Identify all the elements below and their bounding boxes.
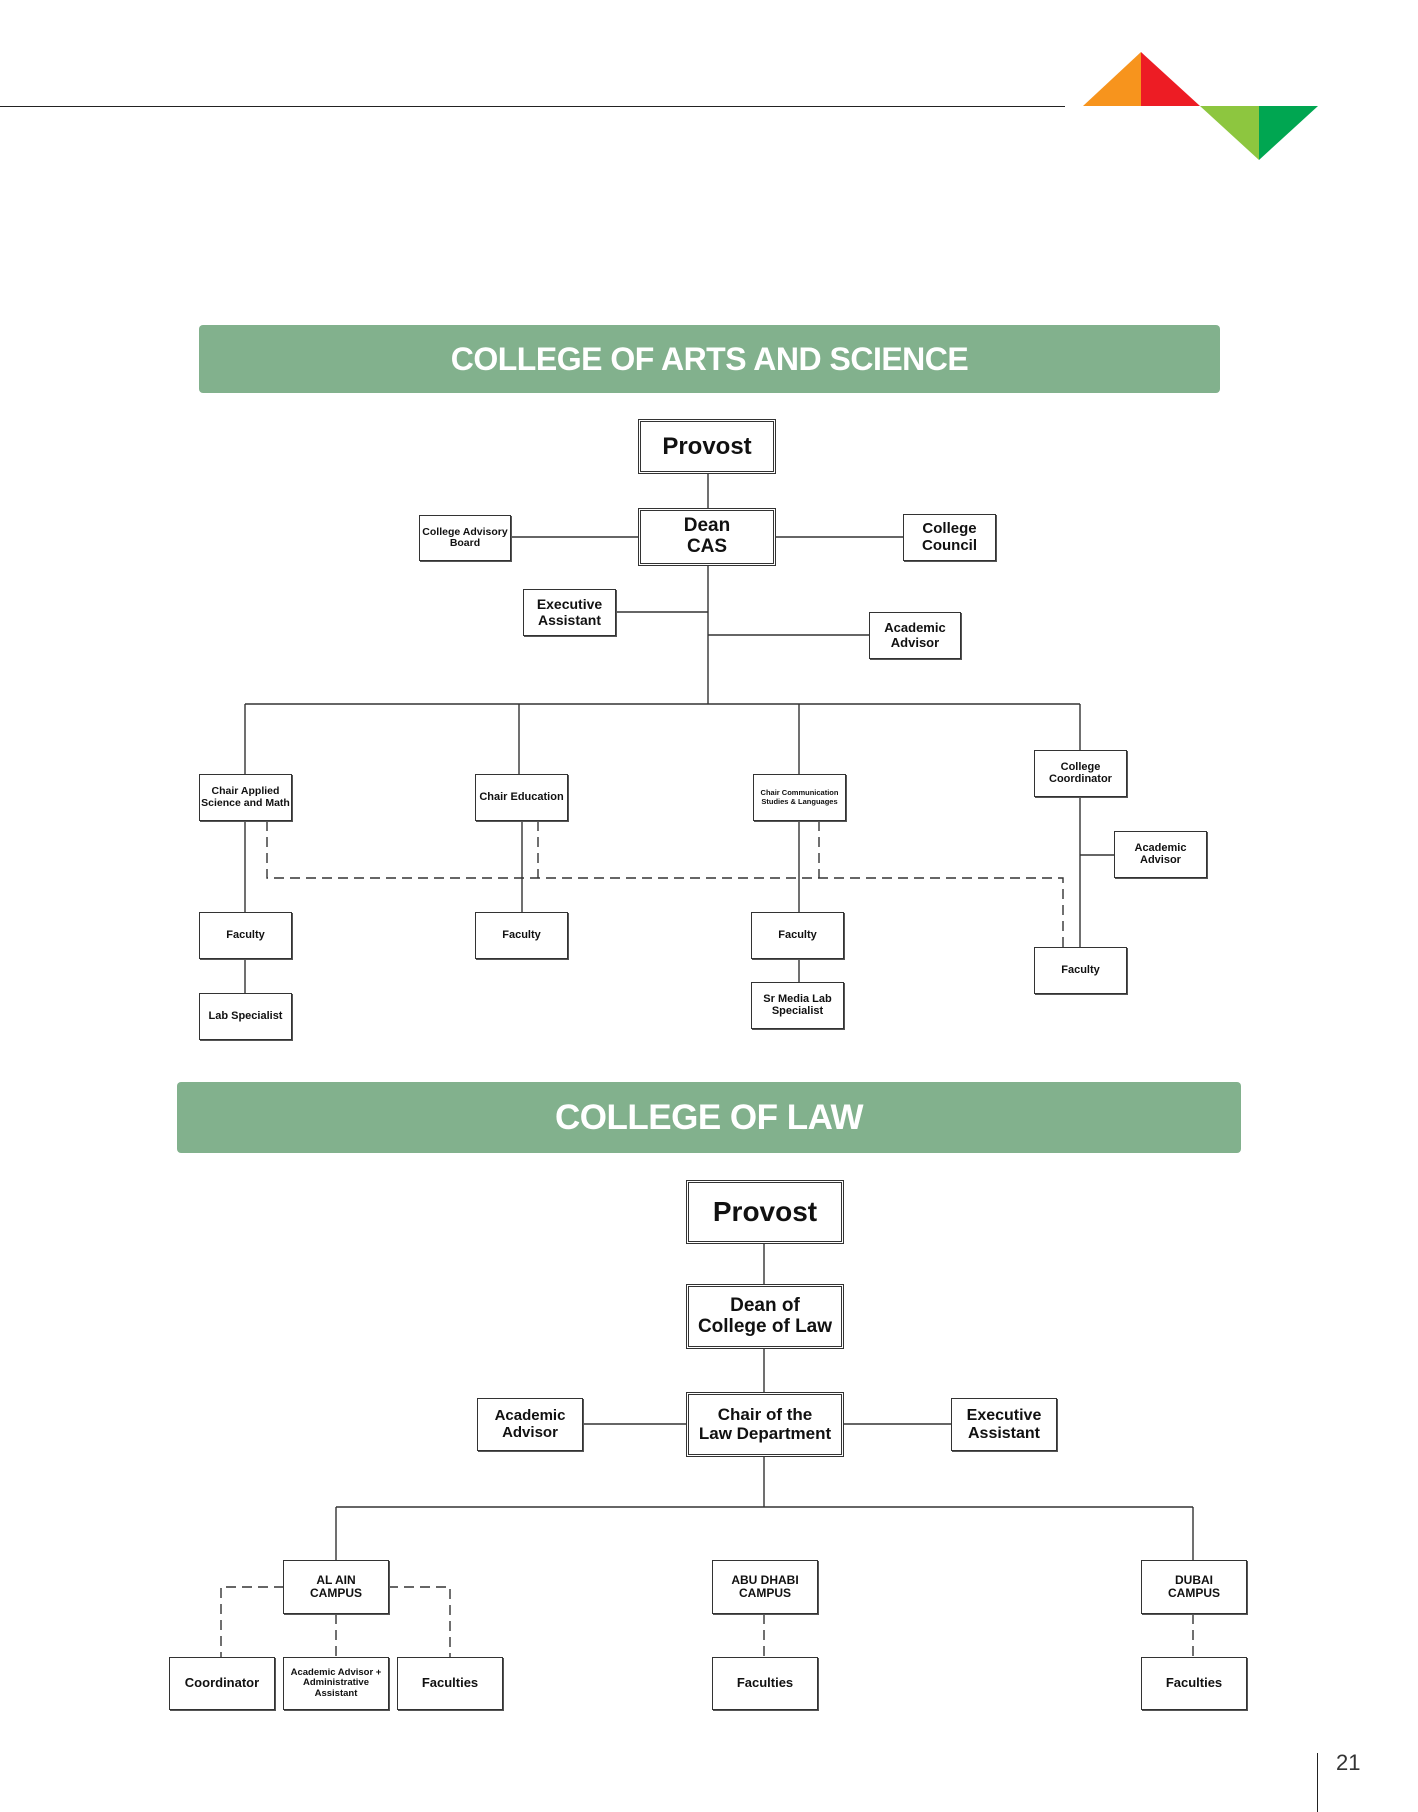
cas-chair-education-box: Chair Education xyxy=(475,774,568,821)
cas-faculty-coordinator-box: Faculty xyxy=(1034,947,1127,994)
cas-provost-box: Provost xyxy=(638,419,776,474)
law-al-ain-campus-box: AL AIN CAMPUS xyxy=(283,1560,389,1614)
law-faculties-dubai-box: Faculties xyxy=(1141,1657,1247,1710)
law-chair-box: Chair of the Law Department xyxy=(686,1392,844,1457)
law-academic-advisor-box: Academic Advisor xyxy=(477,1398,583,1451)
cas-exec-assistant-box: Executive Assistant xyxy=(523,589,616,636)
cas-college-coordinator-box: College Coordinator xyxy=(1034,750,1127,797)
law-dean-box: Dean of College of Law xyxy=(686,1284,844,1349)
cas-chair-applied-box: Chair Applied Science and Math xyxy=(199,774,292,821)
cas-banner: COLLEGE OF ARTS AND SCIENCE xyxy=(199,325,1220,393)
law-advisor-admin-box: Academic Advisor + Administrative Assist… xyxy=(283,1657,389,1710)
cas-title: COLLEGE OF ARTS AND SCIENCE xyxy=(450,340,969,377)
cas-academic-advisor-box: Academic Advisor xyxy=(869,612,961,659)
law-faculties-al-ain-box: Faculties xyxy=(397,1657,503,1710)
cas-dean-box: Dean CAS xyxy=(638,508,776,566)
law-title: COLLEGE OF LAW xyxy=(555,1097,863,1137)
cas-chair-communication-box: Chair Communication Studies & Languages xyxy=(753,774,846,821)
cas-lab-specialist-box: Lab Specialist xyxy=(199,993,292,1040)
cas-media-lab-specialist-box: Sr Media Lab Specialist xyxy=(751,982,844,1029)
cas-advisory-board-box: College Advisory Board xyxy=(419,515,511,561)
cas-faculty-applied-box: Faculty xyxy=(199,912,292,959)
header-rule xyxy=(0,106,1065,107)
law-faculties-abu-dhabi-box: Faculties xyxy=(712,1657,818,1710)
cas-faculty-communication-box: Faculty xyxy=(751,912,844,959)
page-number: 21 xyxy=(1336,1750,1361,1775)
law-coordinator-box: Coordinator xyxy=(169,1657,275,1710)
cas-coordinator-advisor-box: Academic Advisor xyxy=(1114,831,1207,878)
cas-council-box: College Council xyxy=(903,514,996,561)
law-abu-dhabi-campus-box: ABU DHABI CAMPUS xyxy=(712,1560,818,1614)
law-dubai-campus-box: DUBAI CAMPUS xyxy=(1141,1560,1247,1614)
logo-triangles-icon xyxy=(1083,52,1318,160)
cas-faculty-education-box: Faculty xyxy=(475,912,568,959)
page-number-rule xyxy=(1317,1753,1318,1812)
law-provost-box: Provost xyxy=(686,1180,844,1244)
law-banner: COLLEGE OF LAW xyxy=(177,1082,1241,1153)
law-exec-assistant-box: Executive Assistant xyxy=(951,1398,1057,1451)
